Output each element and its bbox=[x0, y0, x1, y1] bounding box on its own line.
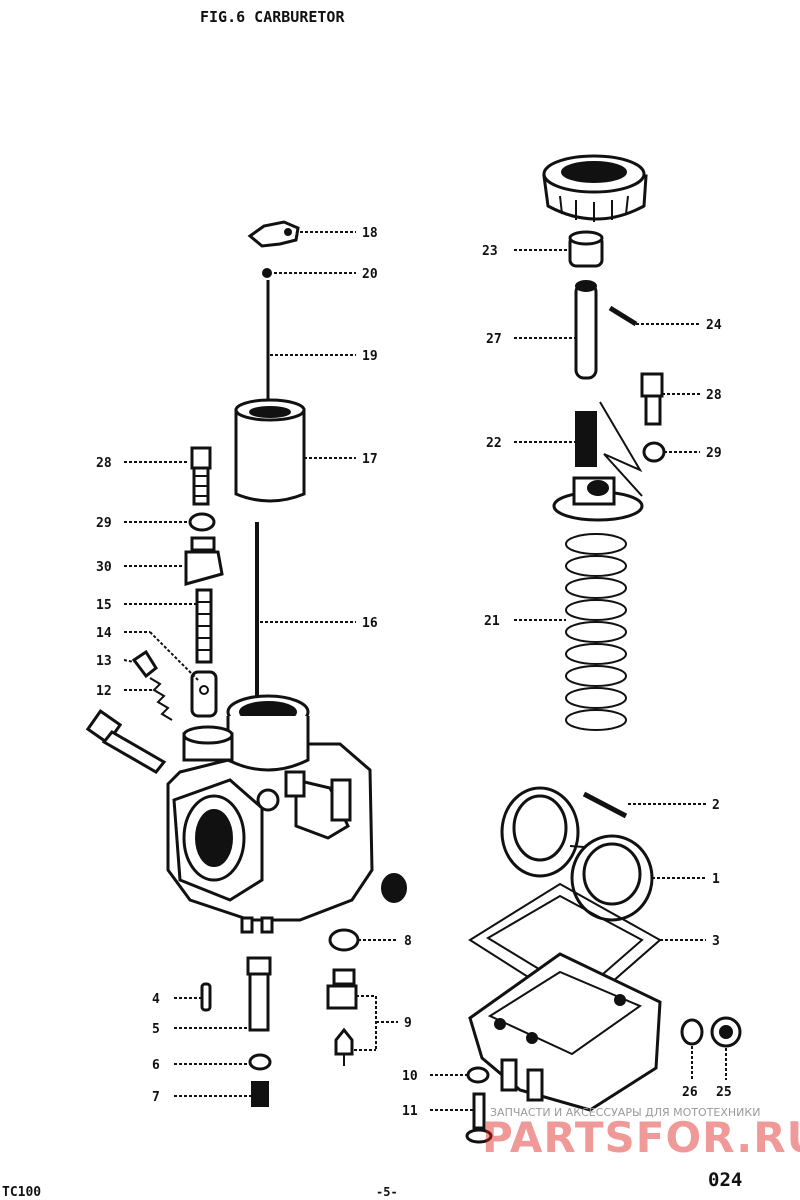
part-7-main-jet bbox=[251, 1081, 269, 1107]
callout-4: 4 bbox=[152, 992, 160, 1007]
part-9-screws bbox=[326, 968, 358, 1066]
callout-5: 5 bbox=[152, 1022, 160, 1037]
part-12-spring bbox=[149, 677, 173, 721]
part-26-washer bbox=[680, 1018, 704, 1046]
carburetor-body bbox=[166, 694, 374, 934]
part-11-screw bbox=[465, 1092, 493, 1144]
watermark-brand: PARTSFOR.RU bbox=[482, 1113, 800, 1162]
callout-11: 11 bbox=[402, 1104, 418, 1119]
part-15-pilot-jet bbox=[195, 588, 213, 664]
callout-2: 2 bbox=[712, 798, 720, 813]
callout-13: 13 bbox=[96, 654, 112, 669]
figure-title: FIG.6 CARBURETOR bbox=[200, 8, 345, 26]
part-14-holder bbox=[190, 670, 218, 718]
callout-23: 23 bbox=[482, 244, 498, 259]
part-29-washer-right bbox=[642, 441, 666, 463]
part-18-clip bbox=[247, 220, 300, 248]
callout-30: 30 bbox=[96, 560, 112, 575]
callout-12: 12 bbox=[96, 684, 112, 699]
part-29-washer-left bbox=[188, 512, 216, 532]
watermark-caption: ЗАПЧАСТИ И АКСЕССУАРЫ ДЛЯ МОТОТЕХНИКИ bbox=[490, 1106, 760, 1119]
footer-page-number: -5- bbox=[376, 1185, 398, 1199]
part-seal-wire bbox=[599, 401, 643, 497]
callout-17: 17 bbox=[362, 452, 378, 467]
callout-6: 6 bbox=[152, 1058, 160, 1073]
callout-24: 24 bbox=[706, 318, 722, 333]
callout-28-left: 28 bbox=[96, 456, 112, 471]
part-21-spring bbox=[565, 533, 627, 731]
callout-22: 22 bbox=[486, 436, 502, 451]
part-1-float bbox=[500, 786, 654, 922]
callout-7: 7 bbox=[152, 1090, 160, 1105]
callout-19: 19 bbox=[362, 349, 378, 364]
callout-leaders bbox=[123, 231, 727, 1111]
callout-16: 16 bbox=[362, 616, 378, 631]
callout-14: 14 bbox=[96, 626, 112, 641]
callout-29-right: 29 bbox=[706, 446, 722, 461]
part-starter-base bbox=[552, 476, 644, 522]
part-8-washer bbox=[328, 928, 360, 952]
callout-15: 15 bbox=[96, 598, 112, 613]
part-22-spring bbox=[575, 411, 597, 467]
part-17-throttle-valve bbox=[234, 398, 306, 503]
part-13-air-screw bbox=[131, 649, 158, 679]
float-chamber bbox=[468, 952, 662, 1112]
callout-1: 1 bbox=[712, 872, 720, 887]
part-20-ring bbox=[262, 268, 272, 278]
callout-18: 18 bbox=[362, 226, 378, 241]
callout-21: 21 bbox=[484, 614, 500, 629]
callout-3: 3 bbox=[712, 934, 720, 949]
callout-20: 20 bbox=[362, 267, 378, 282]
callout-8: 8 bbox=[404, 934, 412, 949]
part-4-pin bbox=[200, 982, 212, 1012]
part-10-washer bbox=[466, 1066, 490, 1084]
footer-model: TC100 bbox=[2, 1185, 41, 1200]
part-nut-small bbox=[381, 873, 407, 903]
part-5-main-jet-holder bbox=[246, 956, 272, 1032]
footer-sheet-number: 024 bbox=[708, 1169, 742, 1191]
callout-9: 9 bbox=[404, 1016, 412, 1031]
part-starter-cap bbox=[542, 154, 648, 222]
callout-29-left: 29 bbox=[96, 516, 112, 531]
part-28-screw-left bbox=[190, 446, 212, 506]
callout-26: 26 bbox=[682, 1085, 698, 1100]
callout-27: 27 bbox=[486, 332, 502, 347]
part-23-cap bbox=[568, 230, 604, 268]
callout-25: 25 bbox=[716, 1085, 732, 1100]
part-24-pin bbox=[608, 305, 638, 327]
callout-28-right: 28 bbox=[706, 388, 722, 403]
part-25-plug bbox=[710, 1016, 742, 1048]
part-throttle-stop-screw bbox=[85, 709, 167, 774]
part-28-screw-right bbox=[640, 372, 664, 426]
part-30-nut bbox=[184, 536, 224, 586]
part-27-plunger bbox=[574, 280, 598, 380]
part-2-float-pin bbox=[582, 791, 628, 819]
part-6-washer bbox=[248, 1053, 272, 1071]
callout-10: 10 bbox=[402, 1069, 418, 1084]
